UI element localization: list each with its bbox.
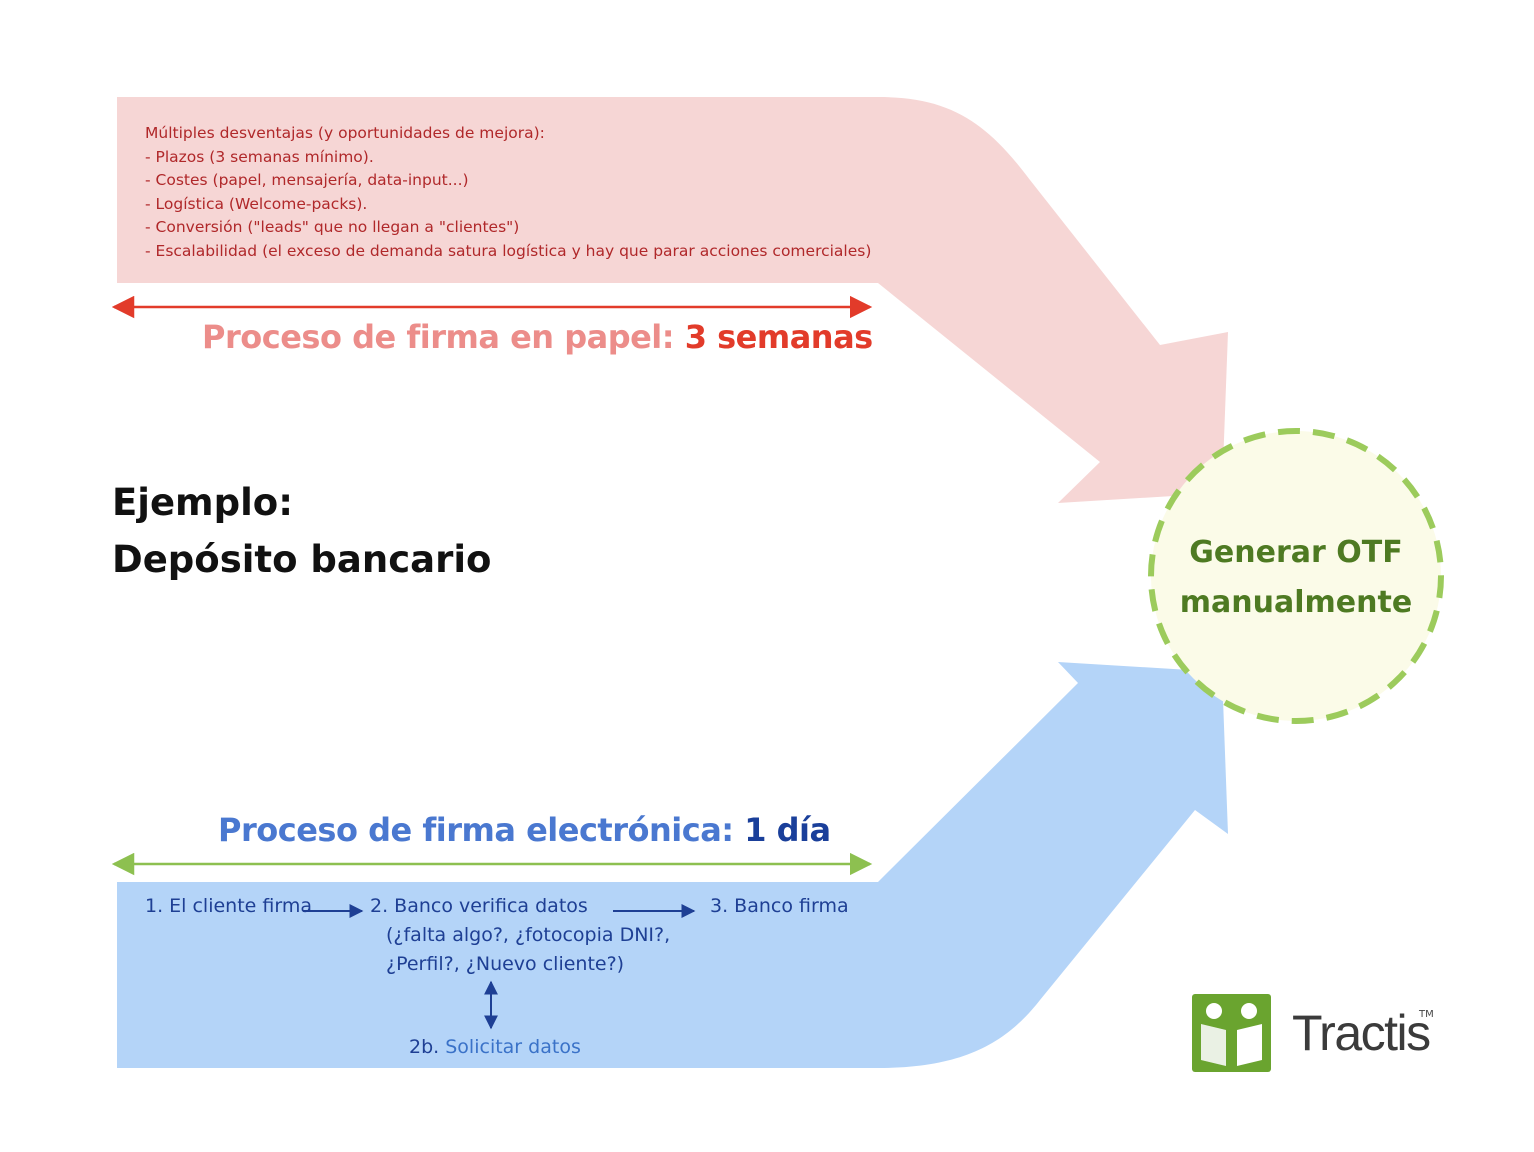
- target-line: Generar OTF: [1189, 535, 1403, 570]
- example-label: Ejemplo:: [112, 481, 293, 524]
- step-detail-line: ¿Perfil?, ¿Nuevo cliente?): [386, 953, 625, 975]
- tractis-logo-text: Tractis: [1292, 1005, 1431, 1061]
- paper-process-label: Proceso de firma en papel:: [202, 318, 685, 356]
- target-line: manualmente: [1179, 585, 1413, 620]
- paper-process-title: Proceso de firma en papel: 3 semanas: [202, 318, 873, 356]
- step-bank-verifies: 2. Banco verifica datos: [370, 895, 588, 917]
- electronic-process-label: Proceso de firma electrónica:: [218, 811, 745, 849]
- step-client-signs: 1. El cliente firma: [145, 895, 313, 917]
- electronic-process-duration: 1 día: [744, 811, 831, 849]
- electronic-process-title: Proceso de firma electrónica: 1 día: [218, 811, 831, 849]
- paper-process-arrow: [117, 97, 1228, 503]
- step-2b-number: 2b.: [409, 1036, 440, 1058]
- paper-disadvantages-list: Múltiples desventajas (y oportunidades d…: [145, 122, 871, 264]
- tractis-logo-icon: [1192, 994, 1271, 1072]
- paper-note-item: - Plazos (3 semanas mínimo).: [145, 147, 374, 166]
- step-bank-signs: 3. Banco firma: [710, 895, 849, 917]
- step-2b-label: Solicitar datos: [445, 1036, 581, 1058]
- paper-note-item: - Costes (papel, mensajería, data-input.…: [145, 171, 469, 190]
- example-heading: Ejemplo: Depósito bancario: [112, 474, 491, 588]
- step-bank-verifies-detail: (¿falta algo?, ¿fotocopia DNI?, ¿Perfil?…: [386, 921, 670, 979]
- paper-note-heading: Múltiples desventajas (y oportunidades d…: [145, 124, 545, 142]
- tractis-trademark: TM: [1419, 1009, 1434, 1020]
- step-detail-line: (¿falta algo?, ¿fotocopia DNI?,: [386, 924, 671, 946]
- step-request-data: 2b. Solicitar datos: [409, 1036, 581, 1058]
- electronic-process-arrow: [117, 662, 1228, 1068]
- paper-process-duration: 3 semanas: [684, 318, 874, 356]
- target-circle: [1148, 428, 1444, 724]
- paper-note-item: - Logística (Welcome-packs).: [145, 194, 368, 213]
- example-subject: Depósito bancario: [112, 538, 492, 581]
- target-label: Generar OTF manualmente: [1150, 528, 1442, 628]
- paper-note-item: - Conversión ("leads" que no llegan a "c…: [145, 218, 520, 237]
- paper-note-item: - Escalabilidad (el exceso de demanda sa…: [145, 241, 872, 260]
